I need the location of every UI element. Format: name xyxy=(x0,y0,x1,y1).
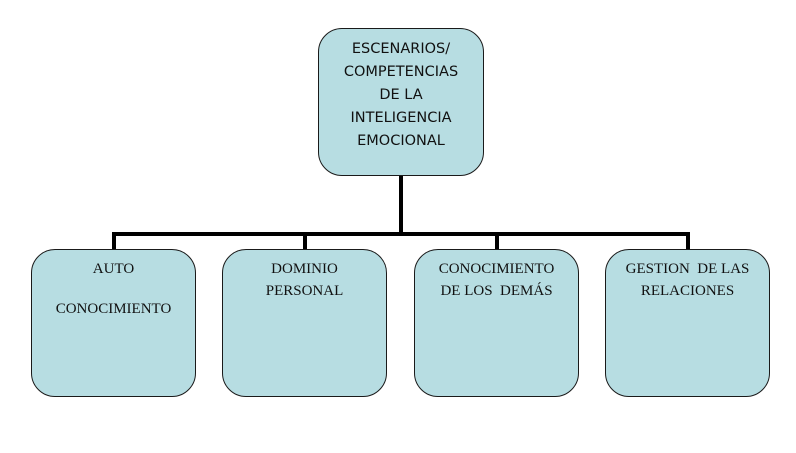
root-line: COMPETENCIAS xyxy=(343,64,459,80)
node-label-line1: DOMINIO xyxy=(271,261,338,277)
child-node-autoconocimiento: AUTO CONOCIMIENTO xyxy=(31,249,196,397)
child-node-conocimiento-demas: CONOCIMIENTO DE LOS DEMÁS xyxy=(414,249,579,397)
node-label-line2: DE LOS DEMÁS xyxy=(440,283,553,299)
child-node-gestion-relaciones: GESTION DE LAS RELACIONES xyxy=(605,249,770,397)
root-line: ESCENARIOS/ xyxy=(351,41,451,57)
node-label-line1: AUTO xyxy=(92,261,135,277)
node-label-line1: CONOCIMIENTO xyxy=(438,261,555,277)
root-line: DE LA xyxy=(379,87,423,103)
node-label-line2: CONOCIMIENTO xyxy=(55,301,172,317)
node-label-line2: RELACIONES xyxy=(640,283,735,299)
node-label-line1: GESTION DE LAS xyxy=(625,261,750,277)
node-label-line2: PERSONAL xyxy=(265,283,344,299)
root-line: INTELIGENCIA xyxy=(350,110,452,126)
root-node: ESCENARIOS/ COMPETENCIAS DE LA INTELIGEN… xyxy=(318,28,484,176)
root-line: EMOCIONAL xyxy=(357,133,445,149)
child-node-dominio-personal: DOMINIO PERSONAL xyxy=(222,249,387,397)
